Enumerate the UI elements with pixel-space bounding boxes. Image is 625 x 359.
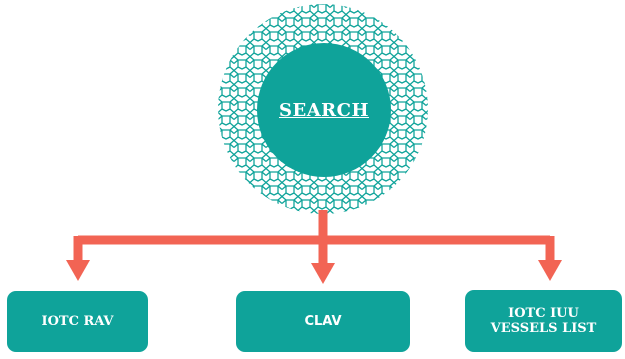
node-iotc-rav-label: IOTC RAV (41, 314, 114, 329)
arrowhead-right-icon (538, 260, 562, 281)
node-clav-label: CLAV (304, 314, 342, 329)
node-iotc-rav[interactable]: IOTC RAV (7, 291, 148, 352)
node-iotc-iuu-vessels-list[interactable]: IOTC IUU VESSELS LIST (465, 290, 622, 352)
search-link[interactable]: SEARCH (279, 99, 369, 121)
arrowhead-center-icon (311, 263, 335, 284)
arrowhead-left-icon (66, 260, 90, 281)
node-iotc-iuu-label: IOTC IUU VESSELS LIST (490, 306, 597, 336)
search-circle-button[interactable]: SEARCH (257, 43, 391, 177)
node-clav[interactable]: CLAV (236, 291, 410, 352)
